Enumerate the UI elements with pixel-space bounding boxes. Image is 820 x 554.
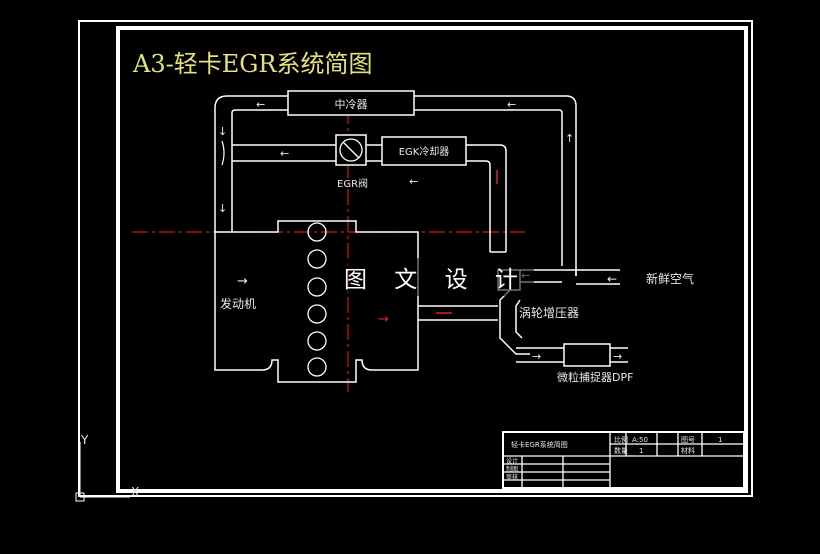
inner-frame — [116, 26, 748, 493]
design-label: 设计 — [506, 457, 518, 465]
ucs-x-label: X — [131, 485, 139, 499]
dpf-label: 微粒捕捉器DPF — [557, 370, 633, 384]
material-label: 材料 — [681, 446, 695, 455]
egr-inlet-bend — [221, 140, 225, 166]
qty-value: 1 — [639, 447, 643, 455]
intake-down-arrow-top: ↓ — [218, 125, 227, 138]
review-label: 审核 — [506, 473, 518, 481]
egr-valve-disc — [339, 138, 363, 162]
egr-valve-label: EGR阀 — [337, 177, 368, 190]
title-block — [502, 431, 745, 489]
scale-label: 比例 — [614, 435, 628, 444]
egr-cooler-arrow: ← — [409, 175, 418, 188]
engine-cylinders — [307, 222, 327, 377]
sheet-value: 1 — [718, 436, 722, 444]
egr-cooler-box — [381, 136, 467, 166]
outer-frame — [78, 20, 753, 497]
charge-air-up-arrow: ↑ — [565, 132, 574, 145]
intake-down-arrow-bottom: ↓ — [218, 202, 227, 215]
egr-cooler-label: EGK冷却器 — [399, 145, 450, 158]
scale-value: A:50 — [632, 436, 648, 444]
engine-outline — [214, 220, 419, 383]
qty-label: 数量 — [614, 446, 628, 455]
exhaust-flow-arrow: → — [378, 312, 389, 327]
engine-label: 发动机 — [220, 296, 256, 311]
intercooler-inlet-arrow: ← — [507, 98, 516, 111]
fresh-air-label: 新鲜空气 — [646, 271, 694, 286]
dpf-outlet-arrow: → — [613, 350, 622, 363]
intercooler-outlet-arrow: ← — [256, 98, 265, 111]
intercooler-piping — [214, 95, 577, 276]
ucs-y-label: Y — [80, 433, 89, 447]
watermark: 图 文 设 计 — [338, 258, 534, 296]
title-block-name: 轻卡EGR系统简图 — [511, 440, 568, 449]
sheet-label: 图号 — [681, 436, 695, 444]
fresh-air-arrow: ← — [607, 272, 617, 286]
exhaust-piping — [418, 251, 506, 321]
engine-intake-arrow: → — [237, 274, 248, 289]
egr-return-arrow: ← — [280, 147, 289, 160]
dpf-inlet-arrow: → — [532, 350, 541, 363]
intercooler-box — [287, 90, 415, 116]
ucs-icon — [75, 442, 130, 502]
draw-label: 制图 — [506, 465, 518, 473]
drawing-title: A3-轻卡EGR系统简图 — [132, 50, 372, 78]
egr-valve-stem — [342, 141, 360, 159]
dpf-piping — [516, 347, 628, 363]
dpf-box — [563, 343, 611, 367]
turbocharger-label: 涡轮增压器 — [519, 306, 579, 320]
egr-piping — [232, 144, 507, 252]
intercooler-label: 中冷器 — [335, 98, 368, 111]
